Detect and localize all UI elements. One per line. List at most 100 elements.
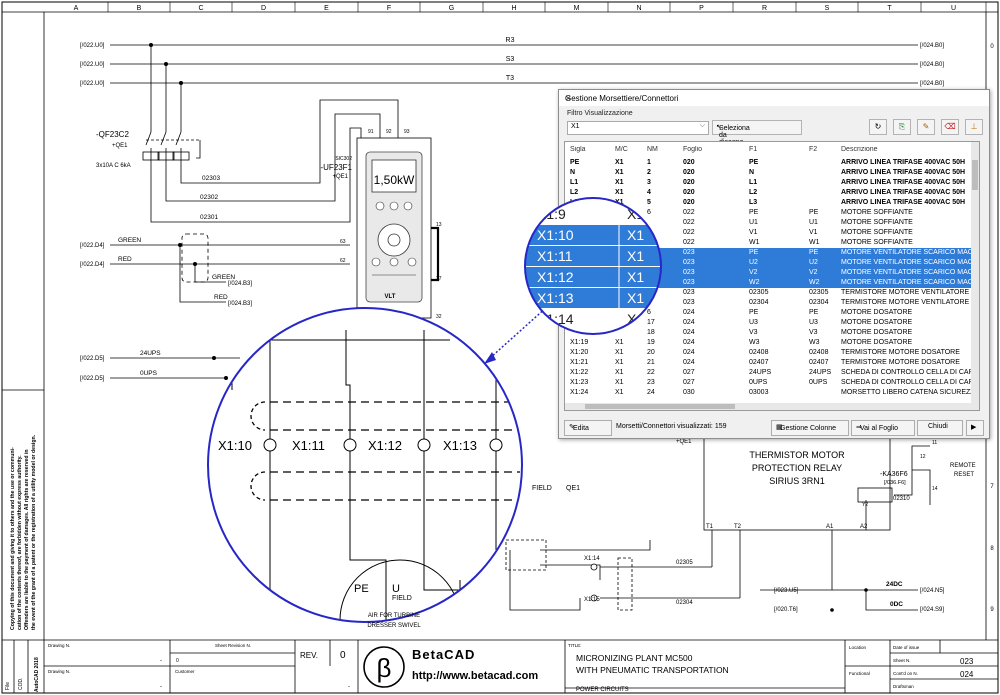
table-cell: L1 — [570, 179, 579, 186]
table-cell: 23 — [647, 379, 655, 386]
ref-n5[interactable]: [/024.N5] — [920, 588, 945, 594]
table-cell: 022 — [683, 209, 695, 216]
refresh-icon[interactable]: ↻ — [869, 119, 887, 135]
ref-b3[interactable]: [/024.B3] — [228, 301, 252, 307]
ref-b0[interactable]: [/024.B0] — [920, 62, 944, 68]
dialog-title: Gestione Morsettiere/Connettori — [565, 94, 679, 103]
file-label: File — [5, 682, 11, 690]
thermistor-relay[interactable] — [505, 437, 931, 611]
table-cell: W1 — [809, 239, 820, 246]
delete-icon[interactable]: ⌫ — [941, 119, 959, 135]
column-letter: U — [951, 5, 956, 12]
pin-14: 14 — [932, 486, 938, 492]
horizontal-scrollbar[interactable] — [565, 403, 971, 410]
more-button[interactable]: ▶ — [966, 420, 984, 436]
table-cell: 02304 — [749, 299, 769, 306]
ref-s9[interactable]: [/024.S9] — [920, 607, 944, 613]
ref-b3[interactable]: [/024.B3] — [228, 281, 252, 287]
drawing-title-1: MICRONIZING PLANT MC500 — [576, 653, 693, 663]
pin-62: 62 — [340, 258, 346, 264]
select-from-drawing-button[interactable]: ↖ Seleziona da disegno — [712, 120, 802, 146]
dash: - — [160, 684, 162, 690]
table-cell: ARRIVO LINEA TRIFASE 400VAC 50H — [841, 199, 966, 206]
wire-green-2: GREEN — [212, 274, 235, 281]
vfd-drive[interactable] — [356, 137, 432, 319]
vertical-scrollbar[interactable] — [971, 142, 979, 410]
column-header-5[interactable]: F2 — [809, 146, 818, 153]
vfd-location: +QE1 — [332, 174, 348, 180]
edit-button[interactable]: ✎ Edita — [564, 420, 612, 436]
relay-ref[interactable]: [/036.F6] — [884, 480, 906, 486]
dialog-titlebar[interactable]: Gestione Morsettiere/Connettori ✕ — [559, 90, 989, 106]
pin-91: 91 — [368, 129, 374, 135]
table-header: Sigla M/C NM Foglio F1 F2 Descrizione — [565, 146, 965, 156]
ref-u0[interactable]: [/022.U0] — [80, 62, 105, 68]
close-button[interactable]: Chiudi — [917, 420, 963, 436]
magnifier-sigla: X1:10 — [537, 227, 574, 243]
table-cell: 02408 — [809, 349, 829, 356]
svg-text:Copying of this document and g: Copying of this document and giving it t… — [10, 447, 16, 630]
column-header-4[interactable]: F1 — [749, 146, 758, 153]
sort-icon[interactable]: ⊥ — [965, 119, 983, 135]
brand-url[interactable]: http://www.betacad.com — [412, 670, 538, 682]
column-header-6[interactable]: Descrizione — [841, 146, 878, 153]
column-header-1[interactable]: M/C — [615, 146, 628, 153]
column-header-2[interactable]: NM — [647, 146, 658, 153]
copyright-note: Copying of this document and giving it t… — [10, 434, 37, 630]
ref-d5[interactable]: [/022.D5] — [80, 376, 105, 382]
table-cell: V2 — [809, 269, 818, 276]
table-cell: X1 — [615, 349, 624, 356]
ref-d4[interactable]: [/022.D4] — [80, 243, 105, 249]
ref-d5[interactable]: [/022.D5] — [80, 356, 105, 362]
row-number: 9 — [990, 607, 994, 613]
ref-u5[interactable]: [/023.U5] — [774, 588, 799, 594]
filter-dropdown[interactable]: X1 ⌵ — [567, 121, 709, 135]
ref-b0[interactable]: [/024.B0] — [920, 43, 944, 49]
wire-02304: 02304 — [676, 600, 693, 606]
circuit-breaker-symbol[interactable] — [142, 127, 201, 170]
table-cell: V1 — [749, 229, 758, 236]
table-cell: 023 — [683, 279, 695, 286]
ref-b0[interactable]: [/024.B0] — [920, 81, 944, 87]
table-cell: MOTORE SOFFIANTE — [841, 229, 913, 236]
column-header-3[interactable]: Foglio — [683, 146, 703, 153]
export-icon[interactable]: ⎘ — [893, 119, 911, 135]
edit-icon[interactable]: ✎ — [917, 119, 935, 135]
manage-columns-button[interactable]: ▦ Gestione Colonne — [771, 420, 849, 436]
pin-t1: T1 — [706, 524, 714, 530]
ref-u0[interactable]: [/022.U0] — [80, 43, 105, 49]
go-to-sheet-button[interactable]: ⇒ Vai al Foglio — [851, 420, 915, 436]
ref-t6[interactable]: [/020.T6] — [774, 607, 798, 613]
ref-u0[interactable]: [/022.U0] — [80, 81, 105, 87]
magnifier-label-x1-10: X1:10 — [218, 438, 252, 453]
ref-d4[interactable]: [/022.D4] — [80, 262, 105, 268]
draftsman-label: Draftsman — [893, 684, 914, 689]
column-header-0[interactable]: Sigla — [570, 146, 586, 153]
close-icon[interactable]: ✕ — [565, 94, 572, 103]
title-label: TITLE: — [568, 643, 582, 648]
table-cell: W1 — [749, 239, 760, 246]
